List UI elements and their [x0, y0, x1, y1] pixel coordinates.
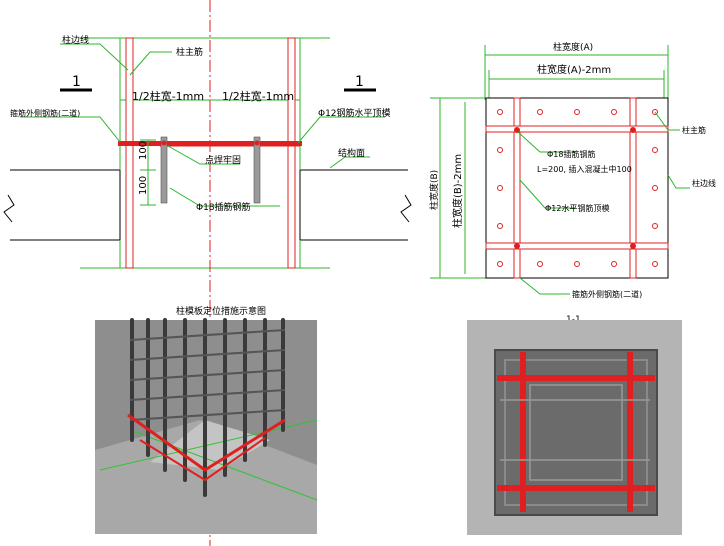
- slab-outline-left: [10, 169, 121, 241]
- section-mark-right: 1: [355, 74, 364, 90]
- render-3d: [95, 318, 318, 534]
- column-outline: [485, 97, 669, 279]
- label-plan-anchor-bar: Φ18插筋钢筋: [547, 149, 595, 159]
- label-anchor-bar: Φ18插筋钢筋: [196, 201, 251, 213]
- dim-lower: 100: [138, 176, 149, 195]
- label-half-right: 1/2柱宽-1mm: [222, 89, 294, 103]
- main-bar-left: [125, 37, 134, 269]
- render-caption: 柱模板定位措施示意图: [176, 305, 266, 317]
- label-plan-axis-line: 柱边线: [692, 178, 716, 188]
- slab-outline-right: [299, 169, 408, 241]
- perimeter-bars: [497, 109, 658, 267]
- anchor-bar-right: [253, 136, 261, 204]
- plan-drawing: 柱宽度(A) 柱宽度(A)-2mm 柱宽度(B) 柱宽度(B)-2mm 柱主筋 …: [428, 41, 716, 299]
- break-symbol-left: [3, 194, 15, 223]
- label-plan-stirrup: 箍筋外侧钢筋(二道): [572, 289, 642, 299]
- label-weld: 点焊牢固: [205, 154, 241, 166]
- render-plan: [467, 320, 682, 535]
- label-plan-main-bar: 柱主筋: [682, 125, 706, 135]
- label-width-a-minus: 柱宽度(A)-2mm: [537, 63, 611, 76]
- main-bar-right: [287, 37, 296, 269]
- label-horizontal-bar: Φ12钢筋水平顶模: [318, 107, 391, 119]
- label-axis-line: 柱边线: [62, 34, 89, 46]
- stirrup-bar: [118, 141, 302, 146]
- elevation-drawing: 柱边线 柱主筋 1/2柱宽-1mm 1/2柱宽-1mm 箍筋外侧钢筋(二道) Φ…: [3, 0, 412, 546]
- label-width-b-minus: 柱宽度(B)-2mm: [451, 154, 464, 228]
- label-structure-face: 结构面: [338, 147, 365, 159]
- label-plan-anchor-note: L=200, 插入混凝土中100: [537, 164, 632, 174]
- label-half-left: 1/2柱宽-1mm: [132, 89, 204, 103]
- label-main-bar: 柱主筋: [176, 46, 203, 58]
- label-stirrup: 箍筋外侧钢筋(二道): [10, 108, 80, 118]
- section-mark-left: 1: [72, 74, 81, 90]
- dim-upper: 100: [138, 141, 149, 160]
- break-symbol-right: [400, 194, 412, 223]
- anchor-bar-left: [160, 136, 168, 204]
- label-plan-horizontal-bar: Φ12水平钢筋顶模: [545, 203, 609, 213]
- label-width-b: 柱宽度(B): [428, 170, 440, 210]
- label-width-a: 柱宽度(A): [553, 41, 593, 53]
